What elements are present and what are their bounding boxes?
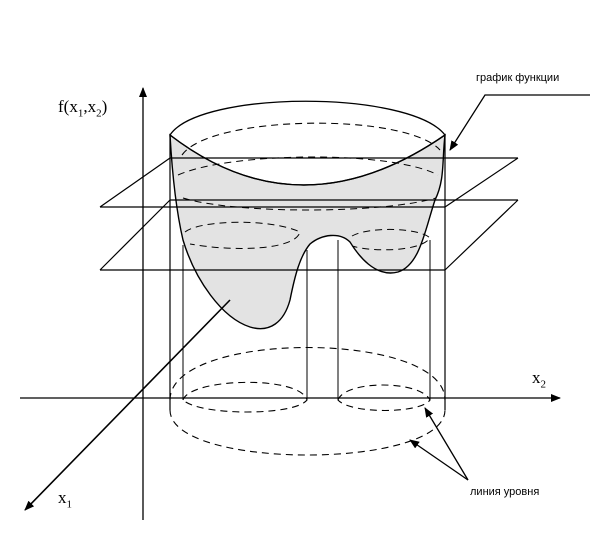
upper-rim-back xyxy=(169,100,446,136)
level-label-leader-1 xyxy=(424,407,469,481)
base-ellipse-back xyxy=(169,347,446,401)
level-line-right xyxy=(337,384,431,411)
level-line-left xyxy=(182,381,308,413)
upper-cutting-plane xyxy=(99,157,519,208)
x1-axis xyxy=(24,299,231,511)
graph-function-label: график функции xyxy=(476,72,560,84)
x2-axis-label: x2 xyxy=(532,368,546,391)
surface-level-curve-2 xyxy=(182,197,437,211)
lower-cutting-plane xyxy=(99,199,519,271)
surface-level-curve-3 xyxy=(184,221,301,249)
surface-level-curve-4 xyxy=(351,229,431,251)
upper-rim-dashed xyxy=(181,122,441,156)
level-line-label: линия уровня xyxy=(470,486,540,498)
surface-level-curve-1 xyxy=(177,156,439,176)
f-axis-label: f(x1,x2) xyxy=(58,97,108,120)
base-ellipse-front xyxy=(169,409,446,456)
graph-label-leader xyxy=(449,94,590,151)
level-label-leader-2 xyxy=(409,439,469,481)
x1-axis-label: x1 xyxy=(58,488,72,511)
